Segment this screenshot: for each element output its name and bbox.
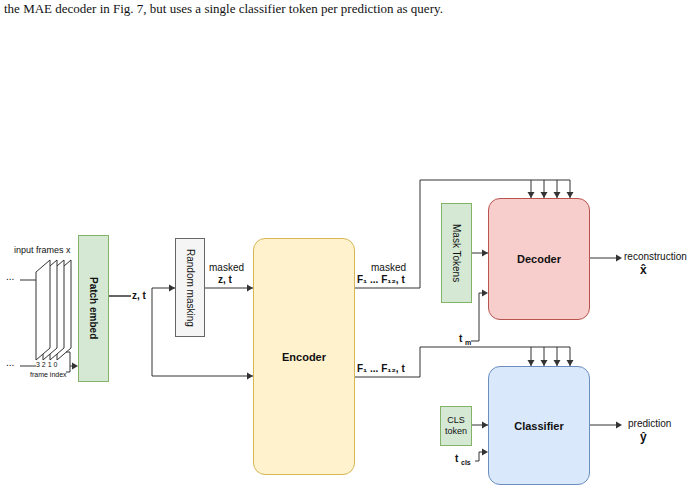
axis-label: frame index xyxy=(30,371,67,379)
body-text: the MAE decoder in Fig. 7, but uses a si… xyxy=(4,1,443,17)
output-symbol: ŷ xyxy=(640,430,647,444)
signal-label: z, t xyxy=(218,274,232,286)
signal-label: masked xyxy=(371,262,406,274)
output-arrow xyxy=(590,258,617,259)
connector-arrow xyxy=(205,285,253,292)
box-label: Mask Tokens xyxy=(451,224,462,282)
signal-label: z, t xyxy=(132,290,146,302)
token-box: Mask Tokens xyxy=(441,203,472,303)
connector-arrow xyxy=(472,250,488,257)
encoder-box: Encoder xyxy=(253,238,355,475)
connector-arrow xyxy=(472,422,488,429)
subscript: m xyxy=(465,339,471,347)
output-label: prediction xyxy=(628,418,671,430)
arrow-head xyxy=(616,422,622,429)
classifier-box: Classifier xyxy=(488,366,590,485)
ellipsis: ... xyxy=(6,271,14,283)
position-arrow xyxy=(475,452,483,461)
box-label: Encoder xyxy=(282,351,326,363)
signal-label: F₁ ... F₁₂, t xyxy=(357,363,405,375)
continuation-line xyxy=(20,280,36,366)
arrow-head xyxy=(616,255,622,262)
position-arrow xyxy=(471,293,483,341)
signal-label: t xyxy=(459,333,462,345)
subscript: cls xyxy=(461,459,471,467)
box-label: CLS token xyxy=(441,415,471,437)
frame-sheet xyxy=(36,260,50,360)
signal-label: F₁ ... F₁₂, t xyxy=(357,274,405,286)
embed-box: Patch embed xyxy=(78,235,109,382)
decoder-box: Decoder xyxy=(488,198,590,320)
output-label: reconstruction xyxy=(624,251,687,263)
output-symbol: x̂ xyxy=(640,263,647,277)
ellipsis: ... xyxy=(6,357,14,369)
box-label: Random masking xyxy=(185,249,196,327)
bracket xyxy=(66,352,70,372)
signal-label: masked xyxy=(209,262,244,274)
box-label: Patch embed xyxy=(88,277,99,339)
token-box: CLS token xyxy=(440,406,472,446)
masking-box: Random masking xyxy=(175,238,205,337)
connector-line xyxy=(205,288,253,289)
signal-label: t xyxy=(455,453,458,465)
input-label: input frames x xyxy=(14,245,71,256)
frame-number: 3 2 1 0 xyxy=(36,361,57,369)
output-arrow xyxy=(590,425,617,426)
box-label: Classifier xyxy=(514,420,564,432)
box-label: Decoder xyxy=(517,253,561,265)
